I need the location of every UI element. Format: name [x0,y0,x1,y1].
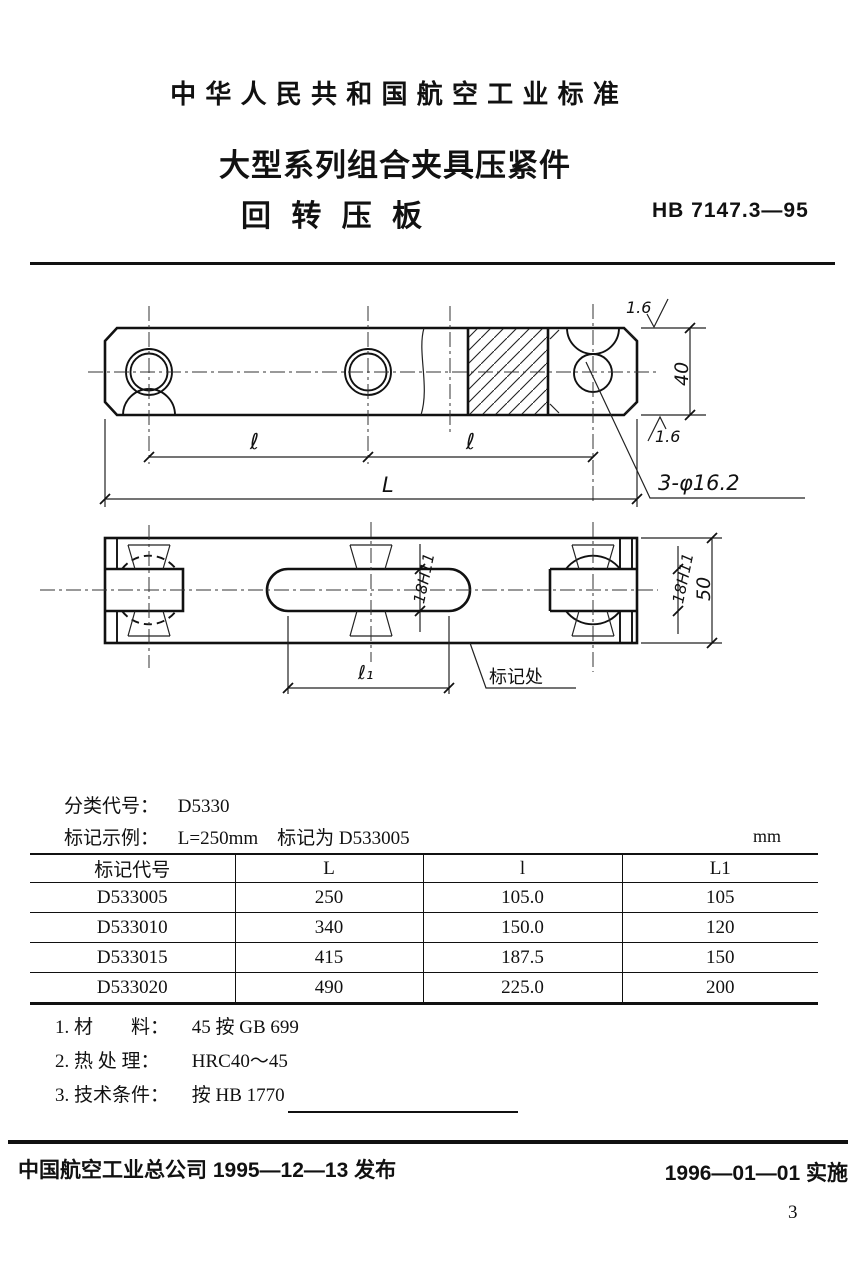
holes-leader [585,361,805,499]
cell-L: 490 [234,972,423,1004]
marking-example-label: 标记示例： [64,828,160,849]
roughness-symbol-top [646,298,669,329]
cell-l: 150.0 [422,912,622,943]
page-title: 大型系列组合夹具压紧件 [219,148,571,183]
table-row: D533015 415 187.5 150 [30,942,818,973]
break-line [420,327,425,416]
marking-place-label: 标记处 [489,667,543,687]
technical-drawing: ℓ ℓ L 40 1.6 1.6 3-φ16.2 [40,298,805,694]
classification-line: 分类代号： D5330 [64,791,230,818]
cell-code: D533010 [30,912,235,943]
top-view: ℓ ℓ L 40 1.6 1.6 3-φ16.2 [88,298,805,507]
page-number: 3 [788,1202,798,1223]
standard-code: HB 7147.3—95 [652,199,809,222]
dim-label-L: L [382,473,394,497]
footer-issued: 中国航空工业总公司 1995—12—13 发布 [18,1159,397,1182]
page-subtitle: 回 转 压 板 [241,200,429,233]
note-label: 1. 材 料： [55,1017,170,1038]
dim-label-l-2: ℓ [465,430,475,455]
marking-example-value: L=250mm 标记为 D533005 [177,828,410,849]
cell-code: D533020 [30,972,235,1004]
dim-label-l-1: ℓ [249,430,259,455]
cell-L: 250 [234,882,423,913]
footer-divider [8,1140,848,1144]
cell-l: 225.0 [422,972,622,1004]
cell-L: 415 [234,942,423,973]
boss-arc-bottom-right [565,610,621,626]
bottom-view: 18H11 18H11 50 ℓ₁ 标记处 [40,522,722,694]
end-face-lines [116,538,633,643]
holes-note: 3-φ16.2 [658,471,740,495]
note-value: HRC40～45 [191,1051,288,1072]
standard-name: 中 华 人 民 共 和 国 航 空 工 业 标 准 [170,79,620,109]
cell-code: D533015 [30,942,235,973]
dim-label-l1: ℓ₁ [357,662,373,684]
plate-outline [103,326,639,417]
cell-L1: 150 [621,942,818,973]
note-heat-treatment: 2. 热 处 理： HRC40～45 [55,1046,288,1073]
col-header-l: l [422,854,622,883]
footer-implemented: 1996—01—01 实施 [664,1162,848,1185]
note-label: 3. 技术条件： [55,1085,170,1106]
roughness-symbol-bottom [647,415,667,442]
notes-divider [288,1111,518,1113]
cell-L: 340 [234,912,423,943]
col-header-L1: L1 [621,854,818,883]
cell-l: 187.5 [422,942,622,973]
note-value: 45 按 GB 699 [191,1017,299,1038]
slot-tolerance-middle: 18H11 [410,551,438,605]
dim-label-40: 40 [671,362,693,386]
classification-value: D5330 [177,796,230,817]
unit-label: mm [753,826,782,846]
seat-chamfer-marks [549,329,636,414]
dim-label-50: 50 [693,577,715,601]
cell-l: 105.0 [422,882,622,913]
cell-code: D533005 [30,882,235,913]
note-technical-conditions: 3. 技术条件： 按 HB 1770 [55,1080,285,1107]
marking-leader [469,642,576,689]
marking-example-line: 标记示例： L=250mm 标记为 D533005 [64,823,410,850]
dimension-table: 标记代号 L l L1 D533005 250 105.0 105 D53301… [30,853,818,1005]
table-row: D533005 250 105.0 105 [30,882,818,913]
cell-L1: 105 [621,882,818,913]
middle-slot [265,567,472,613]
header-divider [30,262,835,265]
note-label: 2. 热 处 理： [55,1051,160,1072]
table-header-row: 标记代号 L l L1 [30,854,818,883]
note-material: 1. 材 料： 45 按 GB 699 [55,1012,299,1039]
cell-L1: 200 [621,972,818,1004]
classification-label: 分类代号： [64,796,160,817]
note-value: 按 HB 1770 [191,1085,285,1106]
table-row: D533010 340 150.0 120 [30,912,818,943]
col-header-code: 标记代号 [30,854,235,883]
cell-L1: 120 [621,912,818,943]
col-header-L: L [234,854,423,883]
seat-arc-top-right [566,327,620,355]
table-row: D533020 490 225.0 200 [30,972,818,1004]
roughness-value-bottom: 1.6 [655,427,680,446]
roughness-value-top: 1.6 [626,298,651,317]
